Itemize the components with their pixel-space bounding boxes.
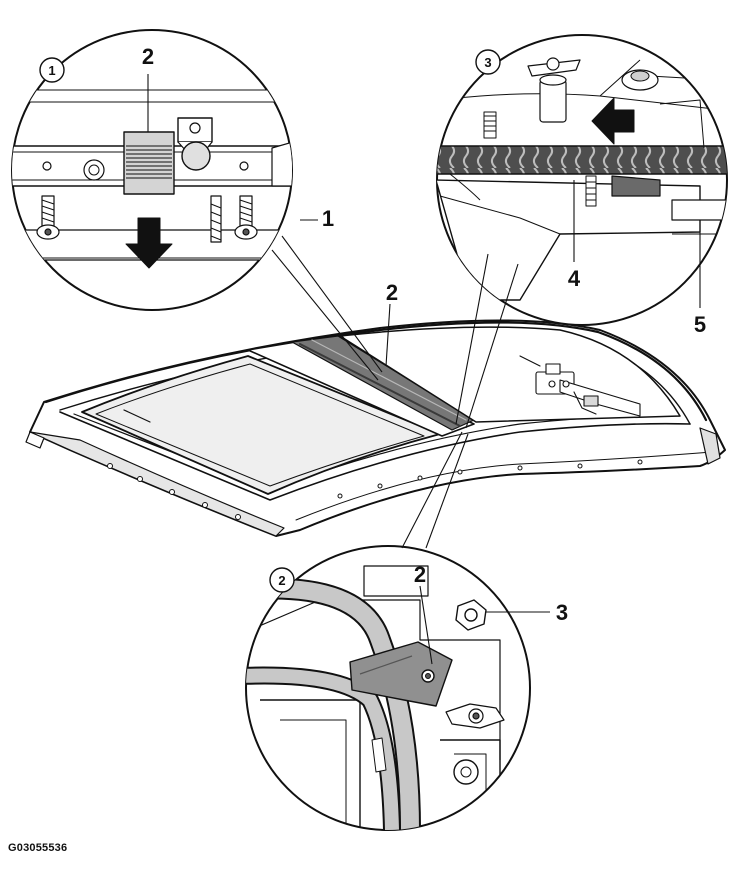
detail-a-spring-block [123,131,175,195]
cross-member [247,341,475,437]
label-2-main: 2 [386,280,398,305]
detail-c-marker-text: 2 [278,573,285,588]
figure-id: G03055536 [8,842,68,854]
detail-a-down-arrow [125,217,173,269]
frame-holes [107,459,643,520]
detail-c-nut [455,599,487,631]
detail-b-left-arrow [591,97,635,145]
detail-b [436,34,728,326]
rear-drive-mechanism [519,355,641,417]
detail-a-screws [36,195,258,243]
detail-a-clip [177,117,213,143]
detail-a-marker-text: 1 [48,63,55,78]
roof-frame-assembly [25,319,726,537]
label-2-detail-c: 2 [414,562,426,587]
detail-c [245,545,531,831]
label-2-detail-a: 2 [142,44,154,69]
label-5-detail-b: 5 [694,312,706,337]
label-4-detail-b: 4 [568,266,581,291]
detail-b-seal [437,145,727,175]
detail-a-marker: 1 [39,57,65,83]
label-3-detail-c: 3 [556,600,568,625]
label-1-detail-a: 1 [322,206,334,231]
frame-rim [44,321,708,422]
detail-c-marker: 2 [269,567,295,593]
detail-a [11,29,293,311]
detail-c-bracket [349,641,453,707]
detail-b-marker-text: 3 [484,55,491,70]
leader-lines [147,74,701,665]
detail-b-marker: 3 [475,49,501,75]
